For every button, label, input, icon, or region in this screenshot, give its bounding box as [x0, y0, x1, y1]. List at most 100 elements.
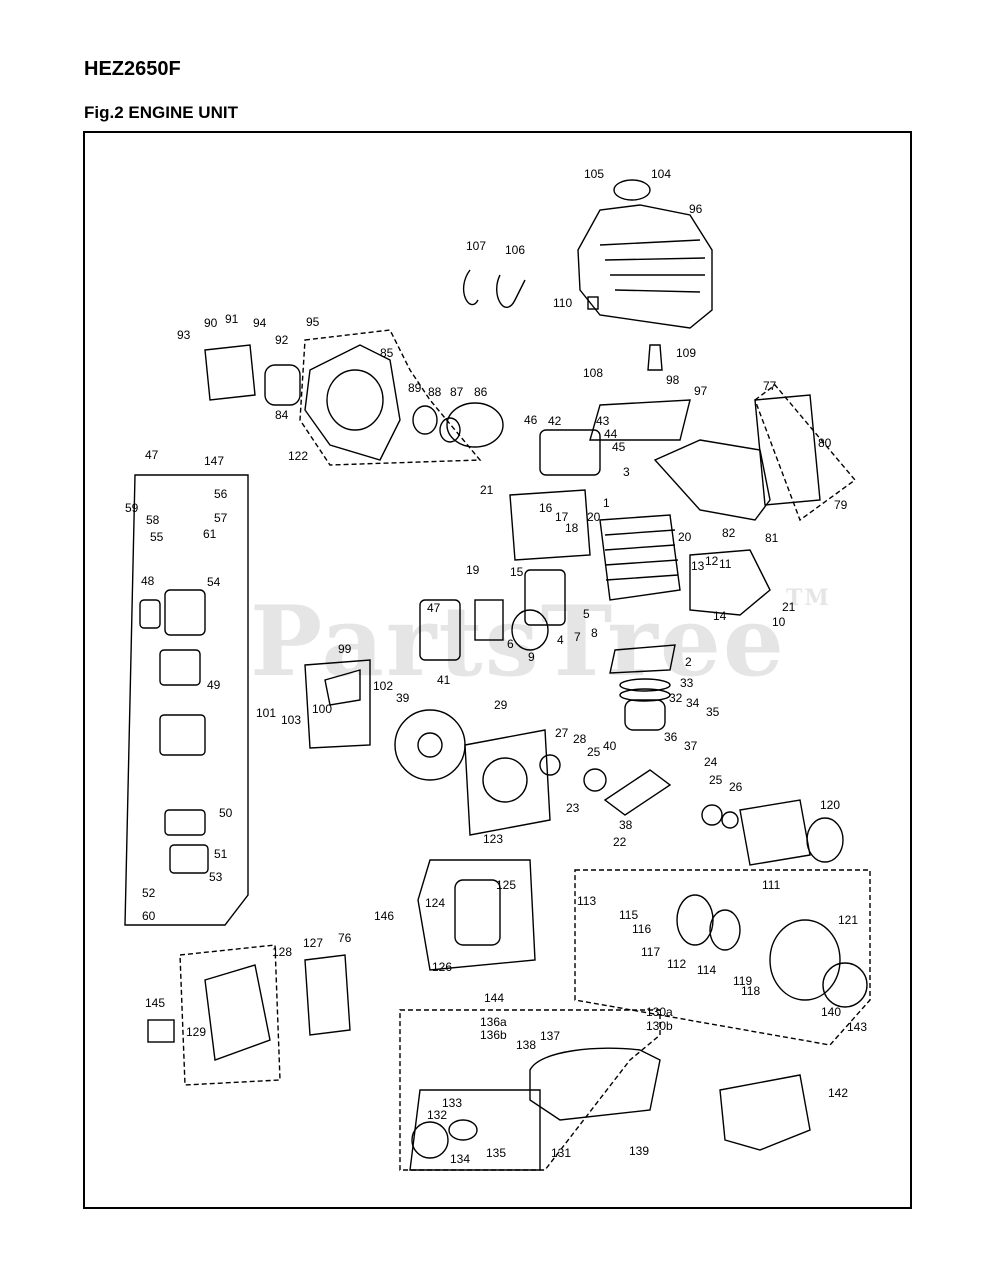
callout-label: 20	[587, 510, 601, 524]
callout-label: 38	[619, 818, 633, 832]
piston	[624, 699, 666, 731]
callout-label: 107	[466, 239, 487, 253]
callout-label: 37	[684, 739, 698, 753]
callout-label: 34	[686, 696, 700, 710]
callout-label: 82	[722, 526, 736, 540]
callout-label: 133	[442, 1096, 463, 1110]
callout-label: 110	[553, 296, 573, 310]
fan-case	[304, 344, 401, 461]
callout-label: 5	[583, 607, 590, 621]
callout-label: 77	[763, 379, 777, 393]
wire	[462, 269, 479, 306]
guard	[719, 1074, 811, 1151]
callout-label: 125	[496, 878, 517, 892]
cylinder	[599, 514, 681, 601]
callout-label: 47	[145, 448, 159, 462]
callout-label: 20	[678, 530, 692, 544]
callout-label: 48	[141, 574, 155, 588]
muffler	[754, 394, 821, 506]
callout-label: 129	[186, 1025, 207, 1039]
callout-label: 19	[466, 563, 480, 577]
callout-label: 45	[612, 440, 626, 454]
callout-label: 99	[338, 642, 352, 656]
callout-label: 128	[272, 945, 293, 959]
callout-label: 93	[177, 328, 191, 342]
callout-label: 50	[219, 806, 233, 820]
callout-label: 126	[432, 960, 453, 974]
callout-label: 12	[705, 554, 719, 568]
callout-label: 116	[632, 922, 652, 936]
crankshaft	[603, 769, 672, 816]
callout-label: 122	[288, 449, 309, 463]
callout-label: 117	[641, 945, 661, 959]
callout-label: 105	[584, 167, 605, 181]
callout-label: 123	[483, 832, 504, 846]
engine-cover	[577, 204, 713, 329]
callout-label: 25	[709, 773, 723, 787]
callout-label: 115	[619, 908, 639, 922]
callout-label: 145	[145, 996, 166, 1010]
callout-label: 40	[603, 739, 617, 753]
callout-label: 59	[125, 501, 139, 515]
callout-label: 84	[275, 408, 289, 422]
callout-label: 8	[591, 626, 598, 640]
callout-label: 114	[697, 963, 717, 977]
callout-label: 86	[474, 385, 488, 399]
callout-label: 47	[427, 601, 441, 615]
callout-label: 27	[555, 726, 569, 740]
callout-label: 18	[565, 521, 579, 535]
callout-label: 26	[729, 780, 743, 794]
callout-label: 33	[680, 676, 694, 690]
callout-label: 9	[528, 650, 535, 664]
callout-label: 79	[834, 498, 848, 512]
callout-label: 32	[669, 691, 683, 705]
watermark-tm: TM	[785, 585, 831, 611]
callout-label: 118	[741, 984, 761, 998]
cover-knob	[613, 179, 651, 201]
callout-label: 28	[573, 732, 587, 746]
callout-label: 104	[651, 167, 672, 181]
callout-label: 96	[689, 202, 703, 216]
callout-label: 13	[691, 559, 705, 573]
callout-label: 136b	[480, 1028, 507, 1042]
callout-label: 24	[704, 755, 718, 769]
cover-clip	[587, 296, 599, 310]
callout-label: 23	[566, 801, 580, 815]
callout-label: 1	[603, 496, 610, 510]
callout-label: 14	[713, 609, 727, 623]
callout-label: 101	[256, 706, 277, 720]
air-cleaner-cover	[204, 964, 271, 1061]
figure-title: Fig.2 ENGINE UNIT	[84, 103, 238, 122]
callout-label: 94	[253, 316, 267, 330]
callout-label: 109	[676, 346, 697, 360]
callout-label: 146	[374, 909, 395, 923]
callout-label: 90	[204, 316, 218, 330]
callout-label: 51	[214, 847, 228, 861]
callout-label: 58	[146, 513, 160, 527]
callout-label: 111	[762, 878, 781, 892]
callout-label: 22	[613, 835, 627, 849]
callout-label: 44	[604, 427, 618, 441]
callout-label: 144	[484, 991, 505, 1005]
callout-label: 53	[209, 870, 223, 884]
callout-label: 11	[719, 557, 732, 571]
model-title: HEZ2650F	[84, 58, 181, 80]
callout-label: 43	[596, 414, 610, 428]
callout-label: 41	[437, 673, 451, 687]
callout-label: 56	[214, 487, 228, 501]
callout-label: 98	[666, 373, 680, 387]
callout-label: 39	[396, 691, 410, 705]
callout-label: 135	[486, 1146, 507, 1160]
callout-label: 3	[623, 465, 630, 479]
callout-label: 134	[450, 1152, 471, 1166]
callout-label: 138	[516, 1038, 537, 1052]
callout-label: 87	[450, 385, 464, 399]
callout-label: 16	[539, 501, 553, 515]
callout-label: 2	[685, 655, 692, 669]
callout-label: 102	[373, 679, 394, 693]
callout-label: 57	[214, 511, 228, 525]
callout-label: 100	[312, 702, 333, 716]
callout-label: 7	[574, 630, 581, 644]
callout-label: 130b	[646, 1019, 673, 1033]
